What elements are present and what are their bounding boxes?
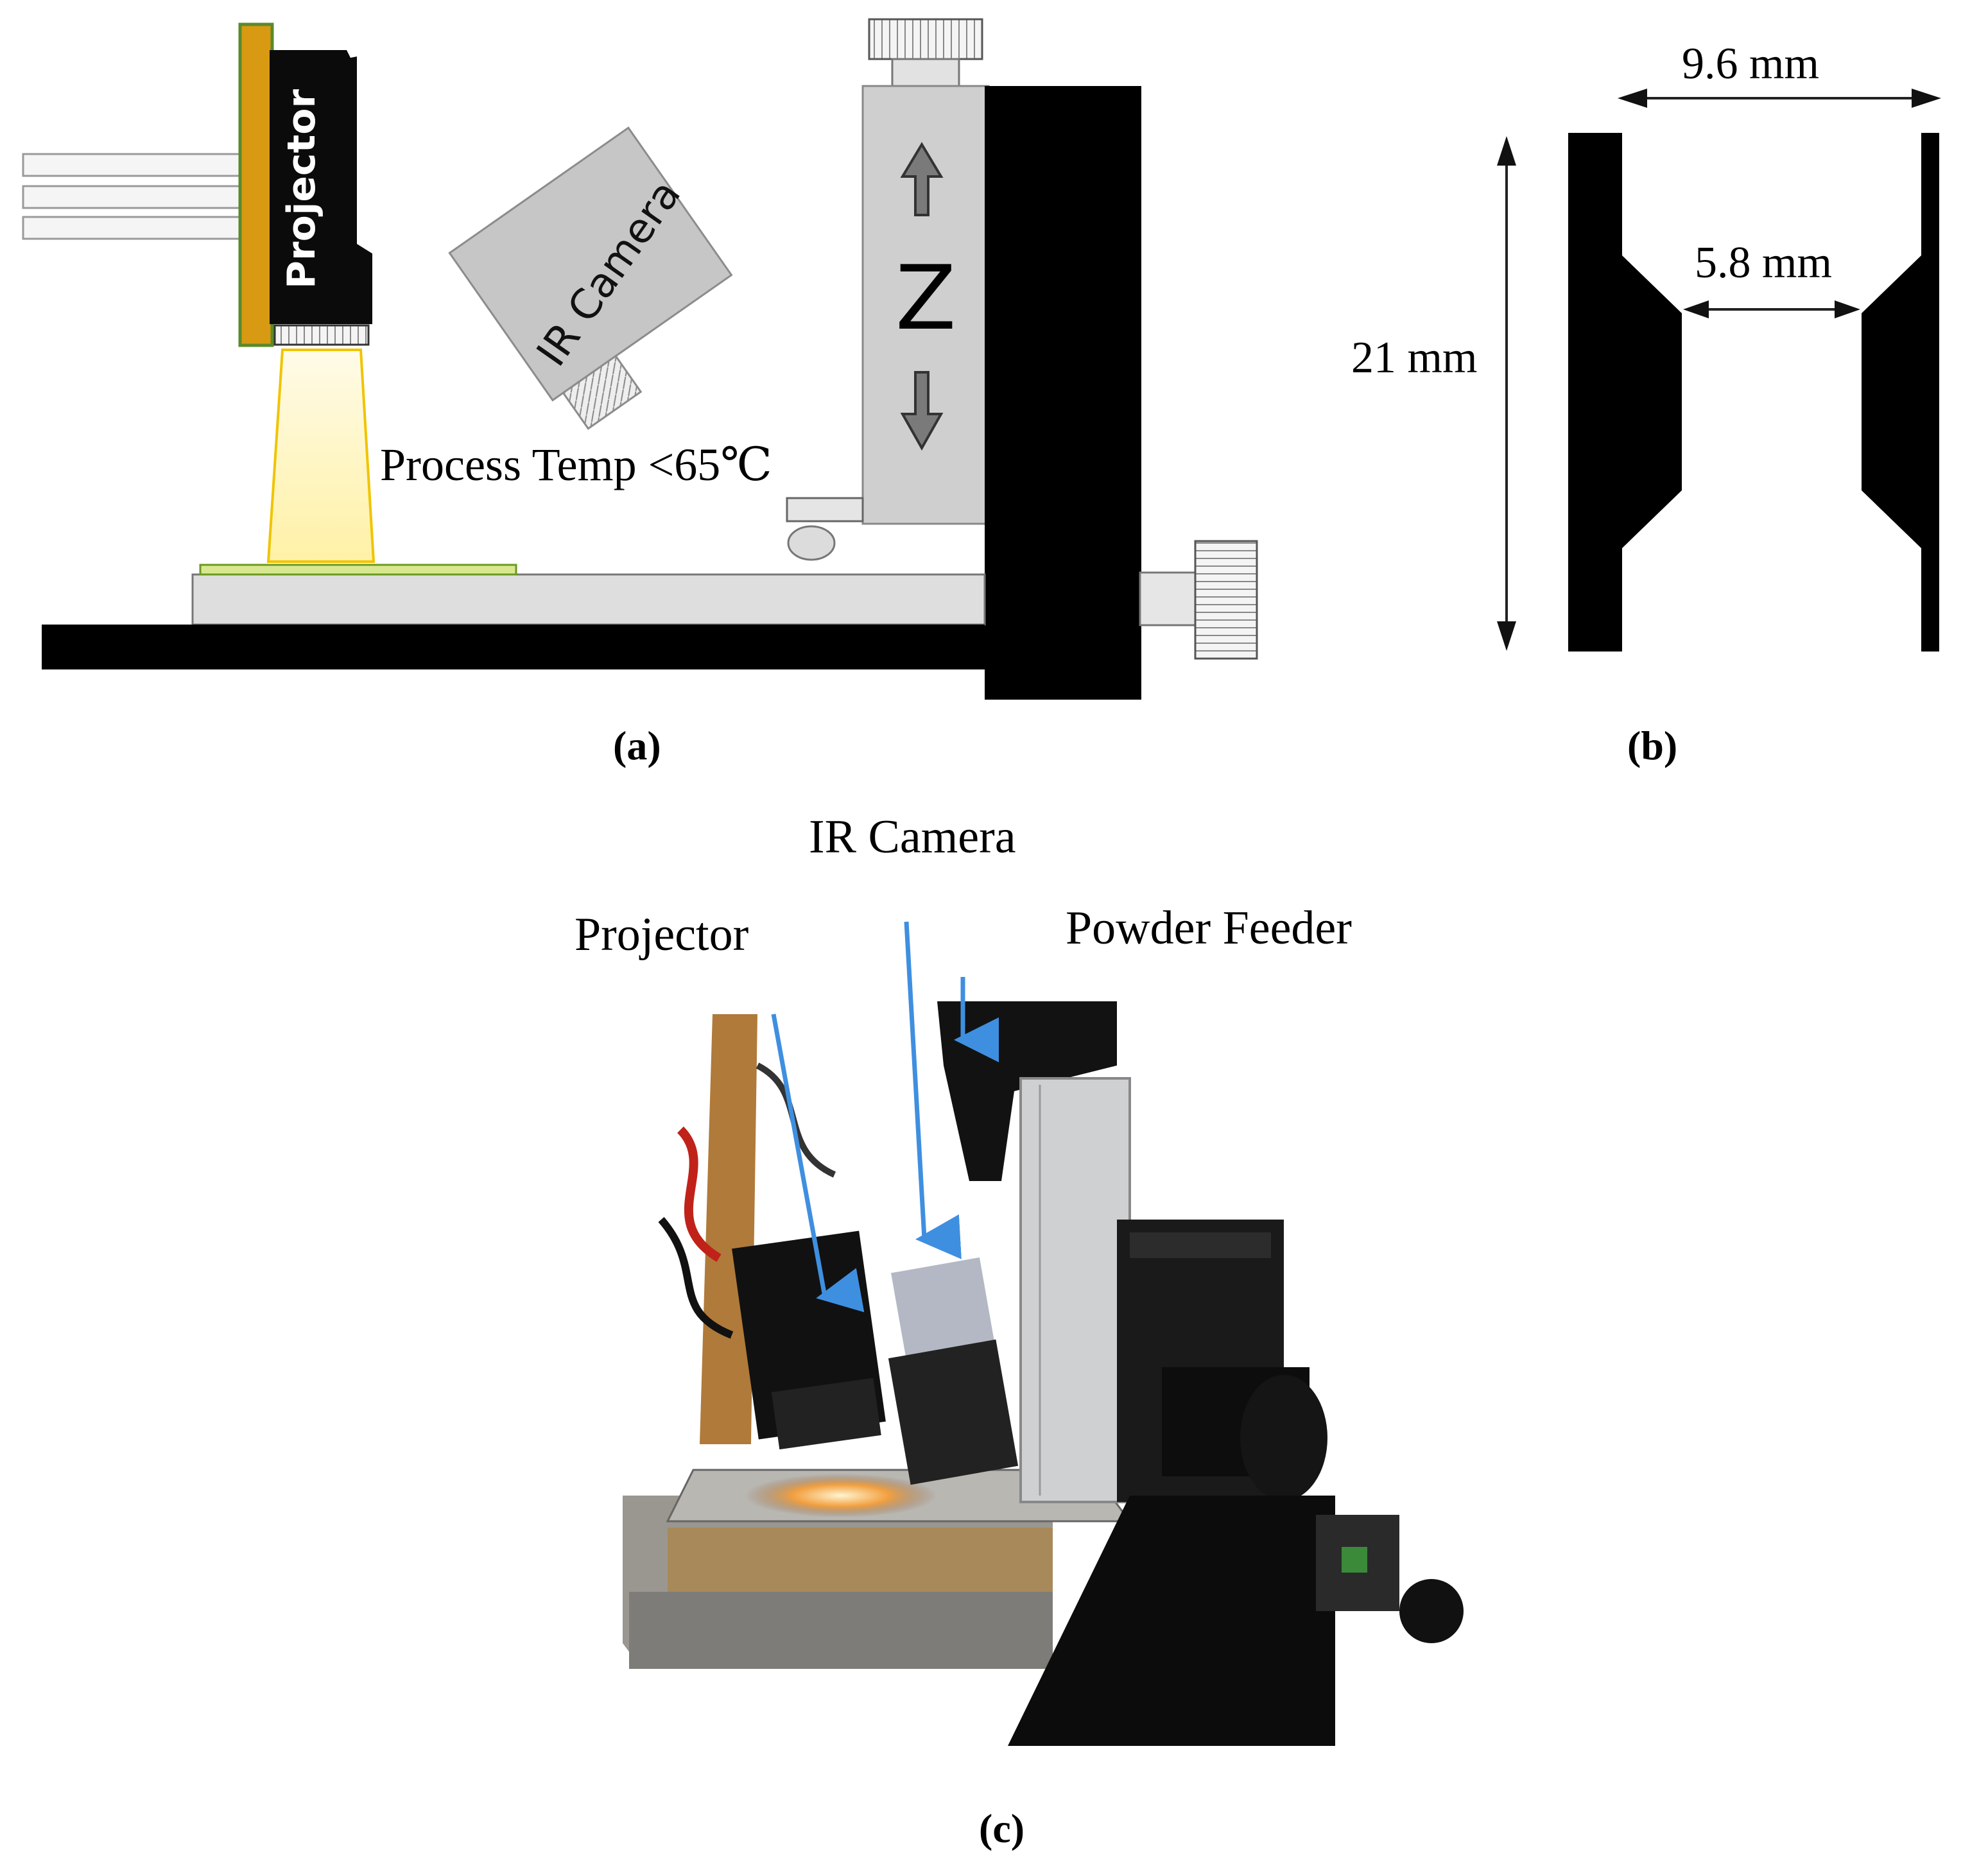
powder-layer bbox=[199, 564, 517, 576]
light-cone bbox=[266, 349, 376, 563]
projector-body bbox=[270, 50, 372, 324]
width-dimension-label: 9.6 mm bbox=[1682, 39, 1819, 89]
dogbone-slot bbox=[1622, 133, 1921, 652]
powder-feeder-photo-label: Powder Feeder bbox=[1066, 902, 1352, 954]
projector-board bbox=[238, 22, 274, 347]
side-knob-shaft bbox=[1139, 571, 1197, 626]
projector-diagram-label: Projector bbox=[279, 89, 324, 289]
panel-b-specimen bbox=[1497, 89, 1941, 652]
z-axis-label: Z bbox=[895, 246, 956, 350]
projector-arrow bbox=[771, 1014, 865, 1313]
panel-a-caption: (a) bbox=[613, 723, 661, 768]
process-temp-label: Process Temp <65℃ bbox=[380, 439, 772, 490]
panel-a-diagram bbox=[22, 18, 1258, 700]
machine-column bbox=[985, 86, 1141, 700]
panel-b-caption: (b) bbox=[1627, 723, 1677, 768]
z-stage bbox=[786, 18, 990, 561]
height-dimension-label: 21 mm bbox=[1351, 333, 1477, 383]
ir-camera-photo-label: IR Camera bbox=[809, 811, 1016, 863]
projector-cables bbox=[22, 153, 246, 240]
ir-camera bbox=[448, 126, 733, 430]
machine-photo bbox=[623, 1001, 1464, 1746]
projector-photo-label: Projector bbox=[575, 908, 748, 961]
panel-c-caption: (c) bbox=[979, 1806, 1024, 1851]
side-knob bbox=[1194, 540, 1258, 660]
ir-camera-arrow bbox=[904, 921, 962, 1259]
build-plate bbox=[191, 573, 986, 626]
neck-dimension-label: 5.8 mm bbox=[1695, 238, 1832, 288]
projector-lens bbox=[273, 324, 370, 346]
base-bar bbox=[42, 625, 985, 669]
